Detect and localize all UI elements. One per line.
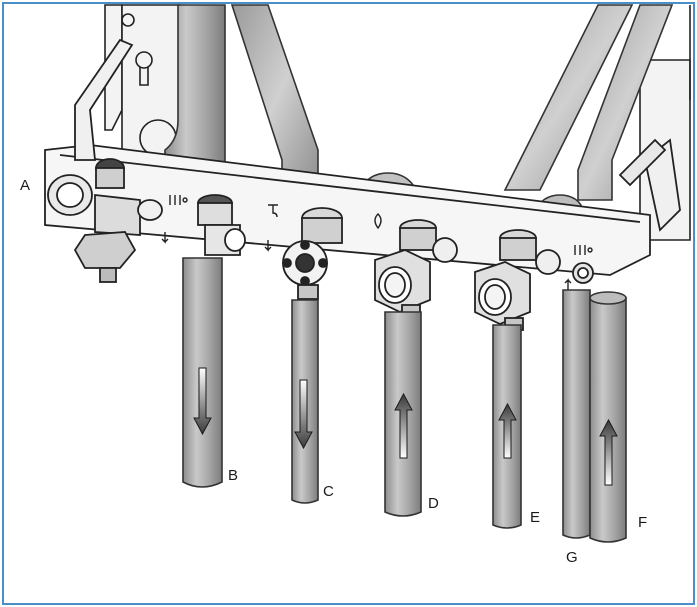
- bracket-symbol-icons: [161, 195, 593, 290]
- fitting-d-valve: [374, 219, 458, 318]
- callout-c: C: [323, 483, 334, 500]
- arrow-up-d: [394, 392, 413, 459]
- fitting-a-valve: [47, 158, 163, 283]
- callout-b: B: [228, 467, 238, 484]
- fitting-c-valve: [282, 207, 343, 300]
- callout-d: D: [428, 495, 439, 512]
- arrow-down-b: [193, 367, 212, 436]
- arrow-up-e: [498, 402, 517, 459]
- callout-a: A: [20, 177, 30, 194]
- fitting-e-valve: [474, 229, 561, 331]
- arrow-up-f: [599, 418, 618, 486]
- pipe-g: [562, 289, 591, 539]
- callout-g: G: [566, 549, 578, 566]
- fitting-b-tap: [197, 194, 246, 256]
- fitting-f-small: [572, 262, 594, 284]
- arrow-down-c: [294, 379, 313, 450]
- flow-arrows: [193, 367, 618, 486]
- callout-f: F: [638, 514, 647, 531]
- upper-pipes: [164, 4, 674, 226]
- manifold-bracket: [44, 38, 681, 276]
- callout-e: E: [530, 509, 540, 526]
